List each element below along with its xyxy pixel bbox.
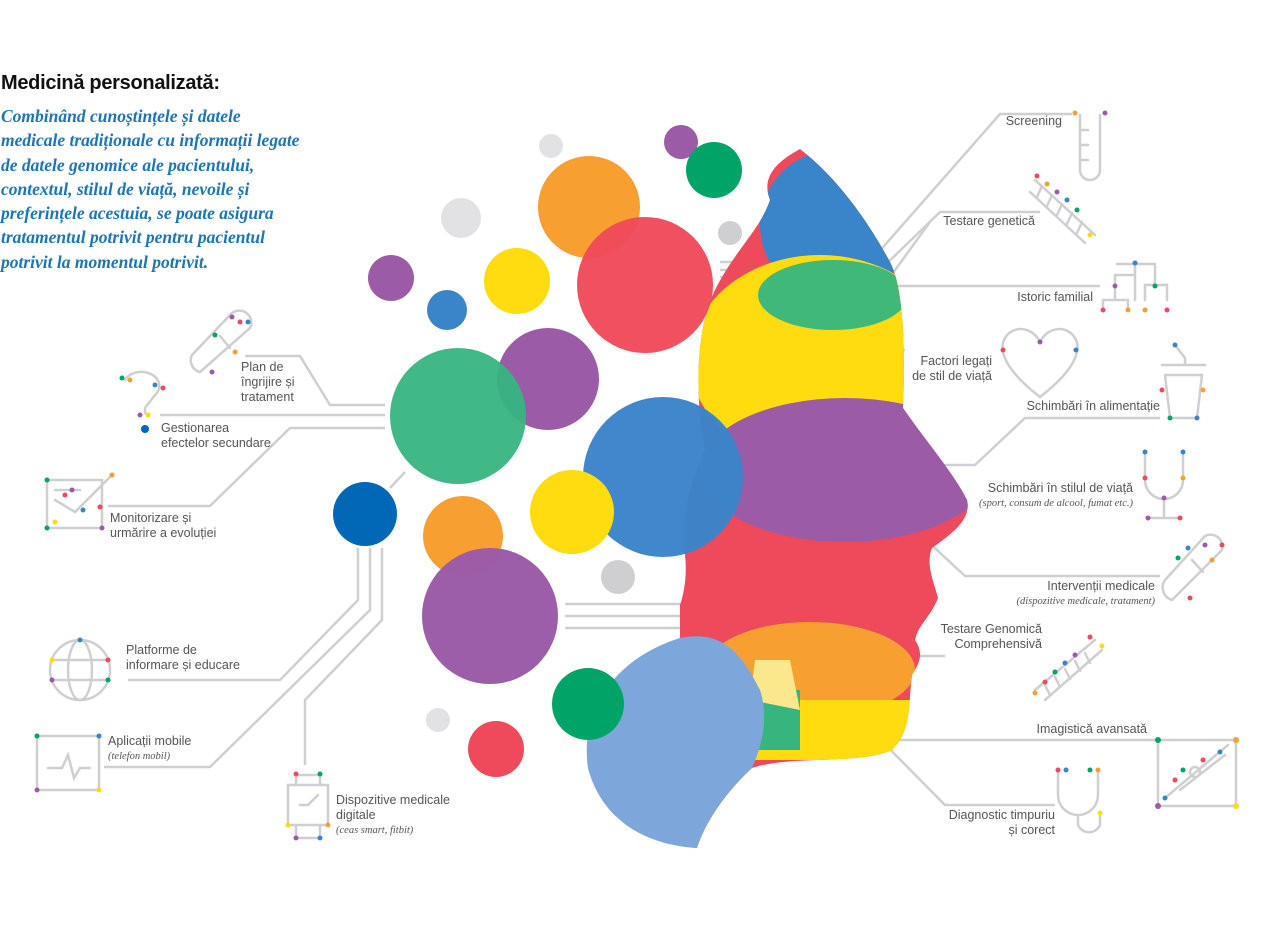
dna-icon	[1028, 173, 1097, 245]
label-line: Diagnostic timpuriu	[948, 808, 1055, 822]
label-imagistica: Imagistică avansată	[1036, 722, 1147, 736]
label-line: Comprehensivă	[954, 637, 1042, 651]
label-platforme: Platforme de informare și educare	[126, 643, 240, 673]
label-line: Testare Genomică	[940, 622, 1042, 636]
label-alimentatie: Schimbări în alimentație	[1026, 399, 1160, 413]
label-monitorizare: Monitorizare și urmărire a evoluției	[110, 511, 216, 541]
label-line: digitale	[336, 808, 376, 822]
page-title: Medicină personalizată:	[1, 72, 220, 94]
label-line: Plan de	[241, 360, 284, 374]
intro-text: Combinând cunoștințele și datele medical…	[1, 106, 300, 272]
label-line: de stil de viață	[912, 369, 992, 383]
label-factori-legati: Factori legați de stil de viață	[912, 354, 992, 384]
label-line: îngrijire și	[241, 375, 295, 389]
question-icon	[119, 370, 166, 433]
checklist-icon	[44, 472, 115, 531]
label-genomica: Testare Genomică Comprehensivă	[941, 622, 1042, 652]
heart-icon	[1000, 327, 1079, 399]
label-sub: (sport, consum de alcool, fumat etc.)	[979, 498, 1133, 509]
dna-icon	[1032, 634, 1105, 702]
label-istoric-familial: Istoric familial	[1017, 290, 1093, 304]
label-line: Gestionarea	[161, 421, 230, 435]
test-tube-icon	[1072, 110, 1108, 182]
cup-icon	[1159, 342, 1207, 421]
label-line: Aplicații mobile	[108, 734, 192, 748]
bubbles	[333, 125, 743, 777]
label-plan: Plan de îngrijire și tratament	[241, 360, 295, 405]
label-gestionarea: Gestionarea efectelor secundare	[161, 421, 271, 451]
pill-icon	[189, 309, 253, 375]
label-line: efectelor secundare	[161, 436, 271, 450]
globe-icon	[48, 637, 112, 702]
label-aplicatii: Aplicații mobile (telefon mobil)	[108, 734, 191, 764]
label-sub: (dispozitive medicale, tratament)	[1016, 596, 1155, 607]
dumbbell-icon	[1142, 449, 1186, 521]
label-stil-viata: Schimbări în stilul de viață (sport, con…	[979, 481, 1133, 511]
label-line: informare și educare	[126, 658, 240, 672]
pill-icon	[1161, 533, 1225, 602]
label-sub: (ceas smart, fitbit)	[336, 825, 414, 836]
label-line: Platforme de	[126, 643, 197, 657]
label-diagnostic: Diagnostic timpuriu și corect	[949, 808, 1055, 838]
imaging-icon	[1155, 737, 1239, 809]
label-line: Monitorizare și	[110, 511, 192, 525]
stethoscope-icon	[1055, 767, 1103, 834]
label-line: tratament	[241, 390, 294, 404]
label-line: Dispozitive medicale	[336, 793, 450, 807]
label-interventii: Intervenții medicale (dispozitive medica…	[1016, 579, 1155, 609]
label-line: Schimbări în stilul de viață	[987, 481, 1133, 495]
label-line: și corect	[1008, 823, 1055, 837]
label-sub: (telefon mobil)	[108, 751, 171, 762]
label-screening: Screening	[1005, 114, 1062, 128]
family-tree-icon	[1100, 260, 1170, 313]
label-line: Factori legați	[920, 354, 992, 368]
smartwatch-icon	[285, 771, 331, 841]
phone-monitor-icon	[34, 733, 102, 793]
label-dispozitive: Dispozitive medicale digitale (ceas smar…	[336, 793, 450, 838]
label-testare-genetica: Testare genetică	[943, 214, 1035, 228]
label-line: urmărire a evoluției	[110, 526, 217, 540]
label-line: Intervenții medicale	[1047, 579, 1155, 593]
